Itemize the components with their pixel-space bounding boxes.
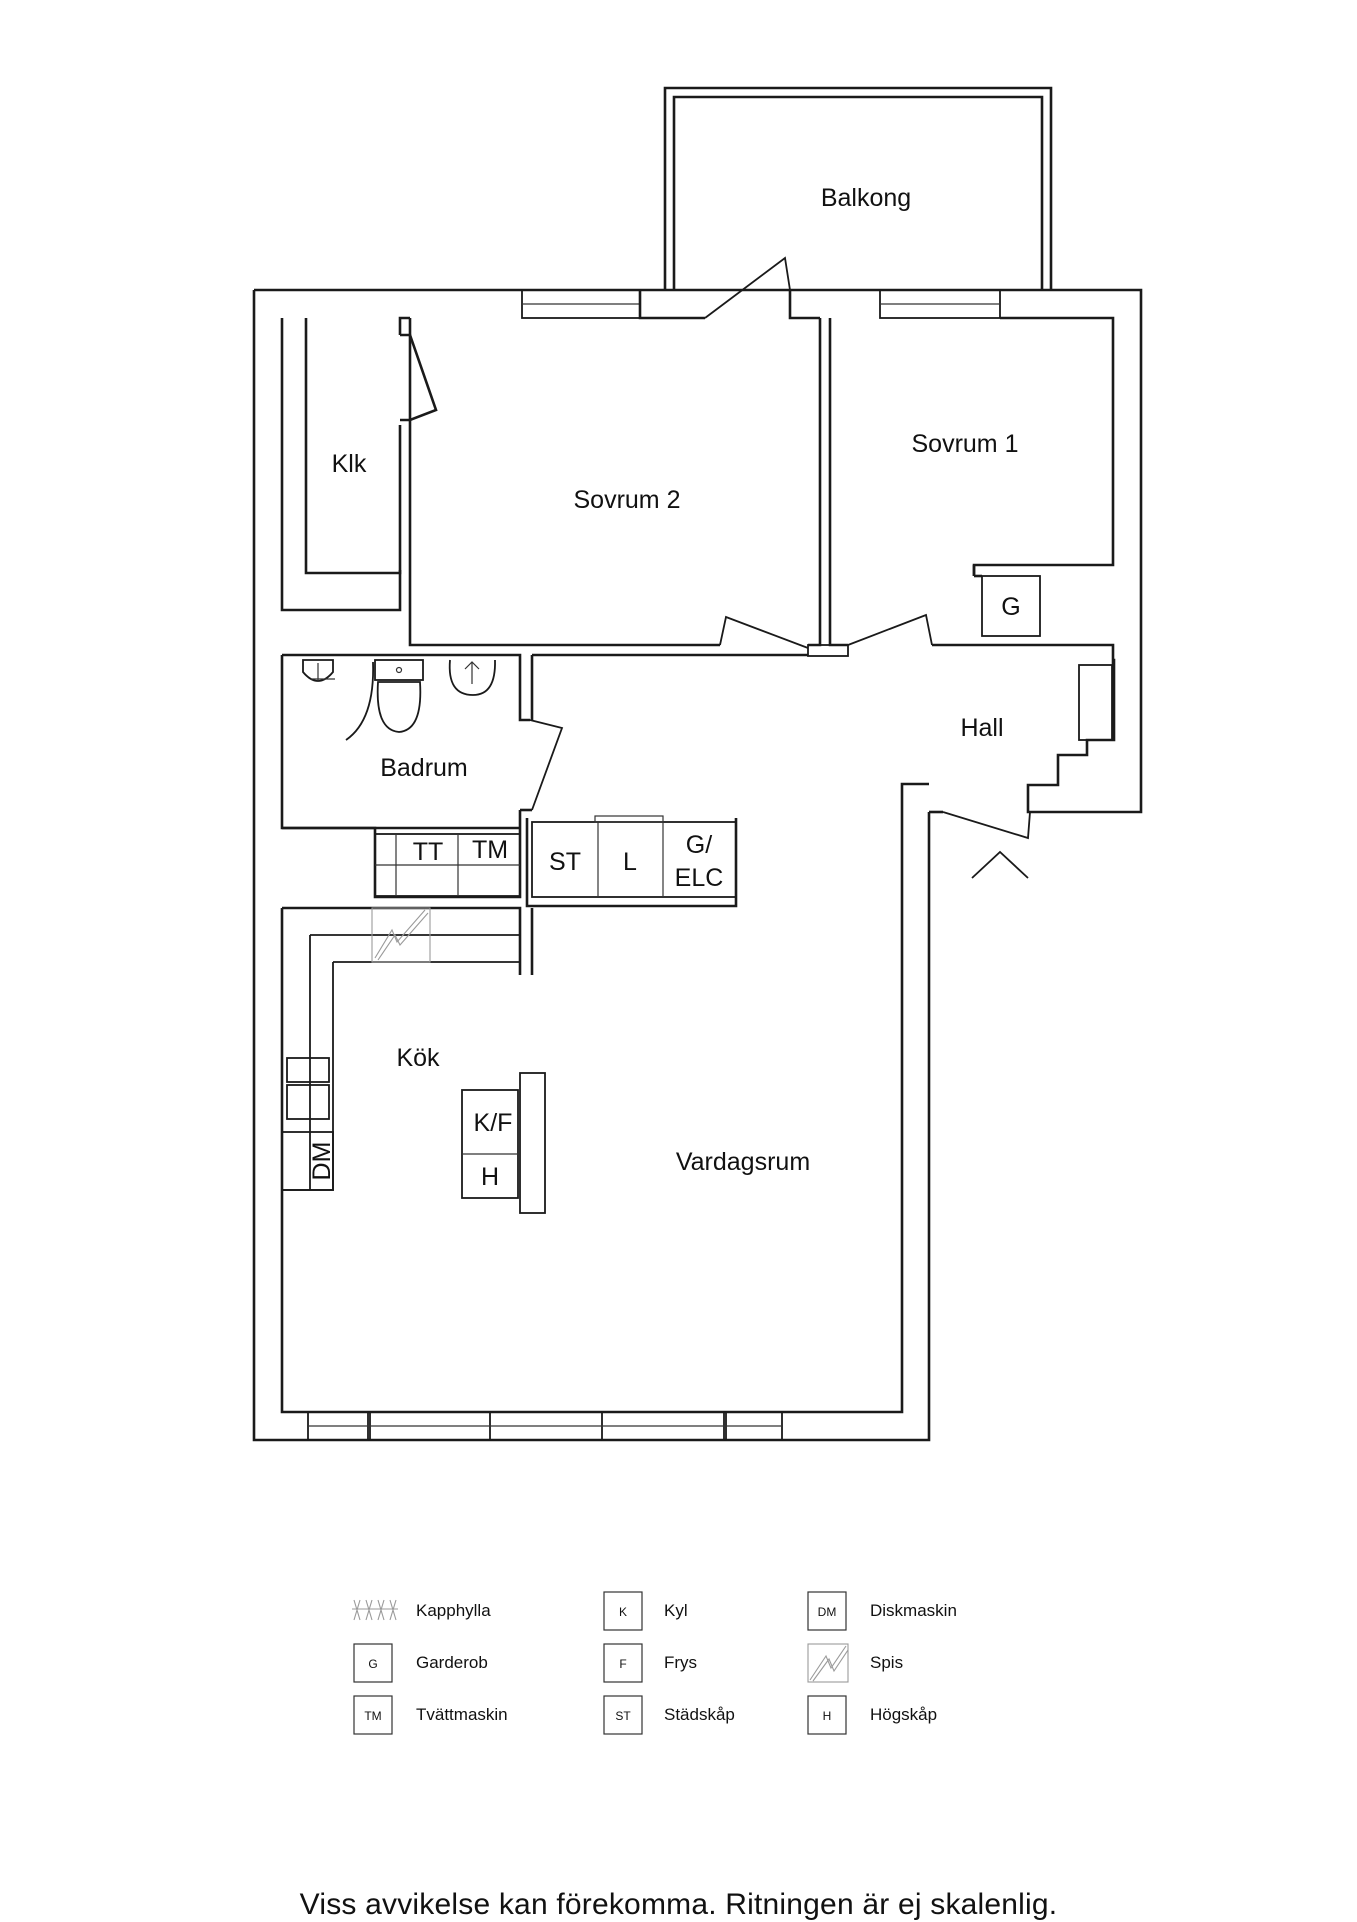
badrum-walls	[282, 653, 808, 897]
sink-icon	[302, 659, 335, 682]
legend-key-g: G	[368, 1657, 377, 1671]
legend-item-spis: Spis	[807, 1643, 903, 1683]
stove-legend-icon	[807, 1643, 849, 1683]
room-label-sovrum1: Sovrum 1	[912, 430, 1019, 458]
legend-key-dm: DM	[818, 1605, 837, 1619]
appliance-label-l: L	[623, 848, 637, 876]
room-label-badrum: Badrum	[380, 754, 468, 782]
stove-icon	[371, 907, 431, 963]
legend-item-diskmaskin: DM Diskmaskin	[807, 1591, 957, 1631]
balcony	[663, 86, 1053, 290]
legend-key-tm: TM	[364, 1709, 381, 1723]
legend-label-spis: Spis	[870, 1653, 903, 1672]
legend-item-stadskap: ST Städskåp	[603, 1695, 735, 1735]
legend-item-hogskap: H Högskåp	[807, 1695, 937, 1735]
legend-item-kapphylla: Kapphylla	[352, 1599, 491, 1621]
appliance-label-tm: TM	[472, 836, 508, 864]
hall-cabinets	[525, 815, 738, 908]
room-label-sovrum2: Sovrum 2	[574, 486, 681, 514]
legend-key-f: F	[619, 1657, 626, 1671]
legend-label-kapphylla: Kapphylla	[416, 1601, 491, 1620]
legend-item-kyl: K Kyl	[603, 1591, 688, 1631]
appliance-label-g-elc-2: ELC	[675, 864, 724, 892]
appliance-label-kf: K/F	[474, 1109, 513, 1137]
appliance-label-st: ST	[549, 848, 581, 876]
appliance-label-h: H	[481, 1163, 499, 1191]
legend-label-frys: Frys	[664, 1653, 697, 1672]
legend-label-kyl: Kyl	[664, 1601, 688, 1620]
sovrum1-walls	[807, 318, 1115, 657]
toilet-icon	[374, 659, 424, 733]
legend-key-st: ST	[615, 1709, 631, 1723]
room-label-vardagsrum: Vardagsrum	[676, 1148, 810, 1176]
legend-key-kyl: K	[619, 1605, 627, 1619]
coat-rack-icon	[352, 1599, 398, 1621]
kitchen	[281, 906, 546, 1214]
legend-item-tvattmaskin: TM Tvättmaskin	[353, 1695, 508, 1735]
hall-walls	[929, 657, 1115, 879]
legend-label-garderob: Garderob	[416, 1653, 488, 1672]
appliance-label-garderob: G	[1001, 593, 1020, 621]
sovrum2-walls	[304, 256, 822, 649]
legend-item-frys: F Frys	[603, 1643, 697, 1683]
appliance-label-tt: TT	[413, 838, 444, 866]
appliance-label-dm: DM	[308, 1142, 336, 1181]
room-label-balkong: Balkong	[821, 184, 911, 212]
appliance-label-g-elc-1: G/	[686, 831, 712, 859]
room-label-kok: Kök	[396, 1044, 440, 1072]
legend-label-tvattmaskin: Tvättmaskin	[416, 1705, 508, 1724]
legend-label-stadskap: Städskåp	[664, 1705, 735, 1724]
room-label-klk: Klk	[332, 450, 367, 478]
legend-key-h: H	[823, 1709, 832, 1723]
room-label-hall: Hall	[960, 714, 1003, 742]
legend: Kapphylla K Kyl DM Diskmaskin G Garderob…	[352, 1591, 957, 1735]
legend-label-hogskap: Högskåp	[870, 1705, 937, 1724]
shower-icon	[448, 659, 496, 696]
disclaimer-text: Viss avvikelse kan förekomma. Ritningen …	[299, 1888, 1058, 1921]
legend-label-diskmaskin: Diskmaskin	[870, 1601, 957, 1620]
legend-item-garderob: G Garderob	[353, 1643, 488, 1683]
